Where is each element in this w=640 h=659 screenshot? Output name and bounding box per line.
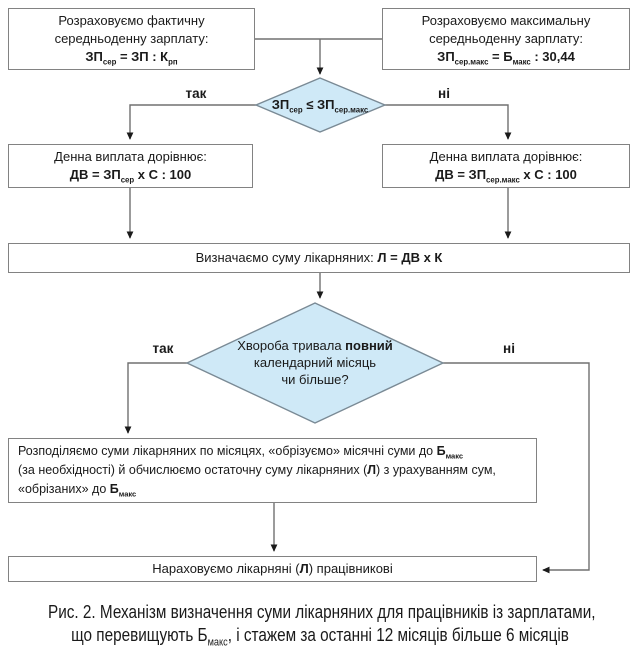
box-text-line: «обрізаних» до Бмакс: [18, 482, 137, 499]
formula-line: ДВ = ЗПсер х С : 100: [69, 167, 192, 185]
label-no-2: ні: [503, 341, 515, 356]
box-text-line: Денна виплата дорівнює:: [54, 149, 207, 164]
label-no-1: ні: [438, 86, 450, 101]
caption-line: що перевищують Бмакс, і стажем за останн…: [71, 625, 569, 649]
diamond-text-line: чи більше?: [281, 372, 349, 387]
box-calc-max-salary: Розраховуємо максимальну середньоденну з…: [382, 8, 630, 70]
flowchart-connectors: [124, 38, 590, 574]
box-calc-actual-salary: Розраховуємо фактичну середньоденну зарп…: [8, 8, 255, 70]
box-daily-payment-max: Денна виплата дорівнює: ДВ = ЗПсер.макс …: [382, 144, 630, 188]
arrow-no-branch1: [385, 104, 512, 140]
box-distribute-by-months: Розподіляємо суми лікарняних по місяцях,…: [8, 438, 537, 503]
formula-line: ЗПсер.макс = Бмакс : 30,44: [437, 49, 575, 67]
formula-line: ЗПсер ≤ ЗПсер.макс: [271, 97, 369, 115]
label-yes-1: так: [185, 86, 207, 101]
box-total-sick-pay: Визначаємо суму лікарняних: Л = ДВ х К: [8, 243, 630, 273]
box-text-line: Розподіляємо суми лікарняних по місяцях,…: [18, 444, 464, 461]
formula-line: ЗПсер = ЗП : Крп: [85, 49, 178, 67]
diamond-compare-text: ЗПсер ≤ ЗПсер.макс: [240, 96, 400, 115]
label-yes-2: так: [152, 341, 174, 356]
caption-line: Рис. 2. Механізм визначення суми лікарня…: [48, 602, 596, 622]
decision-diamond-full-month: [185, 302, 445, 424]
diamond-text-line: Хвороба тривала повний: [237, 338, 393, 353]
box-text-line: Нараховуємо лікарняні (Л) працівникові: [152, 561, 393, 576]
box-text-line: Розраховуємо фактичну: [58, 13, 205, 28]
box-accrue-sick-pay: Нараховуємо лікарняні (Л) працівникові: [8, 556, 537, 582]
decision-diamond-compare: [254, 77, 387, 133]
box-text-line: Визначаємо суму лікарняних: Л = ДВ х К: [195, 250, 443, 265]
box-daily-payment-actual: Денна виплата дорівнює: ДВ = ЗПсер х С :…: [8, 144, 253, 188]
arrow-yes-branch2: [124, 362, 187, 434]
box-text-line: середньоденну зарплату:: [54, 31, 209, 46]
box-text-line: середньоденну зарплату:: [429, 31, 583, 46]
diamond-text-line: календарний місяць: [253, 355, 377, 370]
box-text-line: Розраховуємо максимальну: [421, 13, 591, 28]
arrow-yes-branch1: [126, 104, 256, 140]
formula-line: ДВ = ЗПсер.макс х С : 100: [435, 167, 577, 185]
box-text-line: (за необхідності) й обчислюємо остаточну…: [18, 463, 496, 477]
box-text-line: Денна виплата дорівнює:: [429, 149, 583, 164]
arrow-no-branch2: [443, 362, 590, 574]
figure-caption: Рис. 2. Механізм визначення суми лікарня…: [0, 601, 640, 649]
diamond-full-month-text: Хвороба тривала повний календарний місяц…: [215, 337, 415, 388]
